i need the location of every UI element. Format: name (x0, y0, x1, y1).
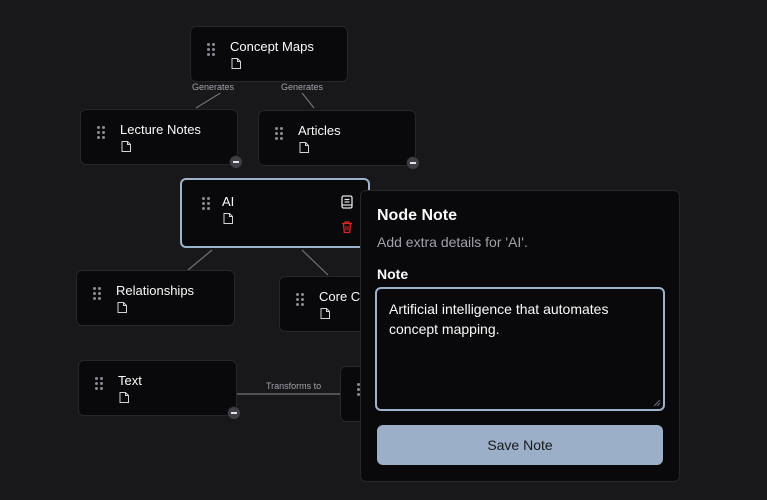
node-title: Relationships (116, 283, 195, 298)
document-icon (231, 58, 241, 69)
edge-label-generates-left: Generates (190, 82, 237, 93)
popover-description: Add extra details for 'AI'. (377, 234, 528, 250)
save-note-button[interactable]: Save Note (377, 425, 663, 465)
node-title: Concept Maps (230, 39, 314, 54)
edge-ai-core[interactable] (301, 249, 329, 276)
document-icon (320, 308, 330, 319)
node-articles[interactable]: Articles (258, 110, 416, 166)
node-note-popover: Node Note Add extra details for 'AI'. No… (360, 190, 680, 482)
node-title: Articles (298, 123, 341, 138)
node-relationships[interactable]: Relationships (76, 270, 235, 326)
drag-handle-icon[interactable] (202, 197, 210, 210)
document-icon (117, 302, 127, 313)
node-text[interactable]: Text (78, 360, 237, 416)
edge-label-transforms-to: Transforms to (264, 381, 324, 392)
edge-label-generates-right: Generates (279, 82, 326, 93)
node-title: Core C (319, 289, 361, 304)
node-title: Text (118, 373, 142, 388)
document-icon (121, 141, 131, 152)
notebook-icon[interactable] (340, 195, 354, 209)
trash-icon[interactable] (340, 220, 354, 234)
document-icon (299, 142, 309, 153)
resize-handle-icon[interactable] (653, 399, 661, 407)
document-icon (119, 392, 129, 403)
collapse-text-icon[interactable] (227, 406, 241, 420)
collapse-lecture-notes-icon[interactable] (229, 155, 243, 169)
popover-title: Node Note (377, 207, 457, 224)
node-ai[interactable]: AI (180, 178, 370, 248)
edge-ai-relationships[interactable] (187, 249, 213, 271)
drag-handle-icon[interactable] (93, 287, 101, 300)
node-lecture-notes[interactable]: Lecture Notes (80, 109, 238, 165)
drag-handle-icon[interactable] (207, 43, 215, 56)
drag-handle-icon[interactable] (97, 126, 105, 139)
drag-handle-icon[interactable] (275, 127, 283, 140)
node-title: AI (222, 194, 235, 209)
document-icon (223, 213, 233, 224)
node-concept-maps[interactable]: Concept Maps (190, 26, 348, 82)
note-label: Note (377, 266, 409, 282)
drag-handle-icon[interactable] (95, 377, 103, 390)
node-title: Lecture Notes (120, 122, 201, 137)
drag-handle-icon[interactable] (296, 293, 304, 306)
note-textarea[interactable]: Artificial intelligence that automates c… (375, 287, 665, 411)
collapse-articles-icon[interactable] (406, 156, 420, 170)
